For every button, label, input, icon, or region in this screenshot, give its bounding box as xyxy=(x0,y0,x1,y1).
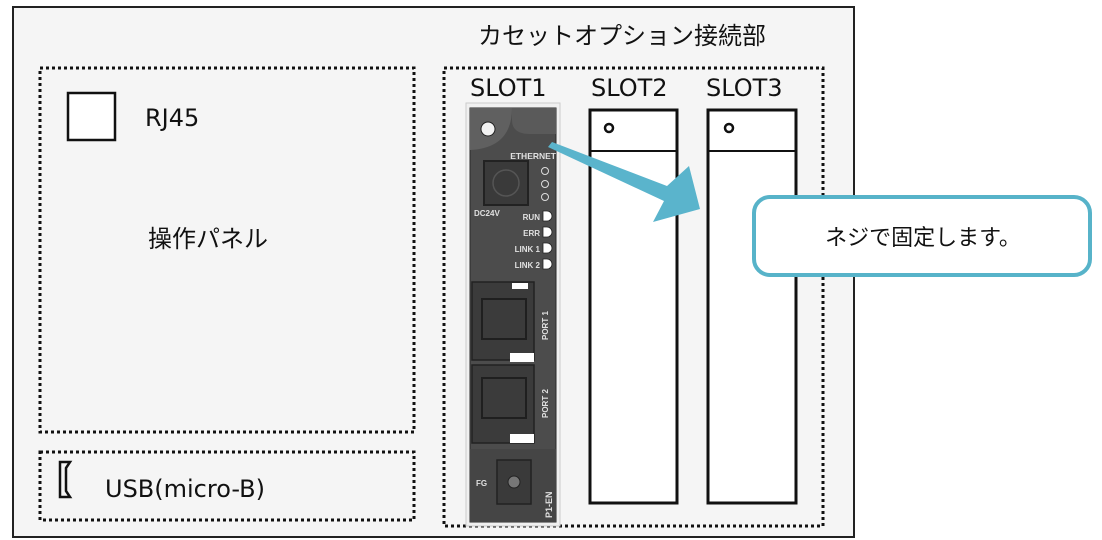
indicator-icon xyxy=(541,193,549,201)
led-link2-icon xyxy=(542,258,553,270)
rj45-label: RJ45 xyxy=(145,104,200,132)
callout-pointer-arrow xyxy=(548,142,700,222)
port2-label: PORT 2 xyxy=(541,389,550,418)
port1-label: PORT 1 xyxy=(541,311,550,340)
slot2-label: SLOT2 xyxy=(591,74,668,102)
model-label: P1-EN xyxy=(544,491,554,518)
callout-box xyxy=(752,195,1092,277)
slot3-bay xyxy=(706,108,798,505)
fg-label: FG xyxy=(476,479,487,488)
operation-panel-label: 操作パネル xyxy=(148,225,268,253)
operation-panel-area xyxy=(38,66,416,434)
led-run-icon xyxy=(542,210,553,222)
usb-connector-icon xyxy=(58,460,73,499)
slot3-label: SLOT3 xyxy=(706,74,783,102)
led-label-err: ERR xyxy=(523,229,540,238)
led-link1-icon xyxy=(542,242,553,254)
led-label-link1: LINK 1 xyxy=(515,245,541,254)
slot3-screw-icon xyxy=(723,122,735,134)
usb-area xyxy=(38,450,416,522)
led-label-link2: LINK 2 xyxy=(515,261,541,270)
slot1-label: SLOT1 xyxy=(470,74,547,102)
ethernet-label: ETHERNET xyxy=(510,151,557,161)
indicator-icon xyxy=(541,180,549,188)
power-connector-icon xyxy=(483,160,529,206)
led-err-icon xyxy=(542,226,553,238)
led-label-run: RUN xyxy=(523,213,541,222)
power-label: DC24V xyxy=(474,209,500,218)
usb-label: USB(micro-B) xyxy=(105,475,265,503)
rj45-connector-icon xyxy=(66,91,117,142)
slot2-screw-icon xyxy=(603,122,615,134)
indicator-icon xyxy=(541,167,549,175)
cassette-connection-title: カセットオプション接続部 xyxy=(478,22,766,50)
slot1-module: ETHERNET DC24V RUN ERR LINK 1 LINK 2 POR… xyxy=(465,102,561,527)
cassette-connection-area xyxy=(442,66,825,528)
callout-text: ネジで固定します。 xyxy=(825,226,1021,251)
slot1-screw-icon xyxy=(480,121,496,137)
